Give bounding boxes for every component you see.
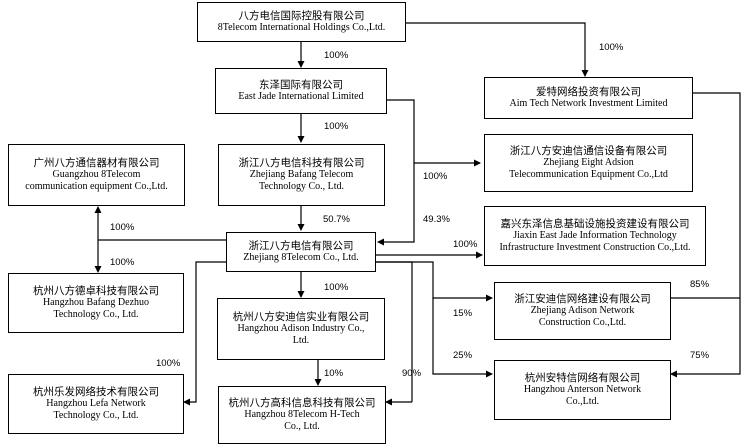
aim-tech-name-zh: 爱特网络投资有限公司 — [536, 85, 641, 98]
htech-name-en-2: Co., Ltd. — [284, 421, 320, 433]
entity-zj-bafang-tech: 浙江八方电信科技有限公司 Zhejiang Bafang Telecom Tec… — [218, 144, 385, 206]
east-jade-name-zh: 东泽国际有限公司 — [259, 78, 343, 91]
dezhuo-name-en-1: Hangzhou Bafang Dezhuo — [42, 297, 150, 309]
entity-guangzhou-8telecom: 广州八方通信器材有限公司 Guangzhou 8Telecom communic… — [8, 144, 185, 206]
adison-name-en-1: Hangzhou Adison Industry Co., — [237, 323, 365, 335]
htech-name-en-1: Hangzhou 8Telecom H-Tech — [244, 409, 360, 421]
pct-eastjade-bafangtech: 100% — [324, 121, 349, 132]
anterson-name-en-2: Co.,Ltd. — [565, 396, 600, 408]
entity-jiaxin: 嘉兴东泽信息基础设施投资建设有限公司 Jiaxin East Jade Info… — [484, 206, 706, 266]
anterson-name-zh: 杭州安特信网络有限公司 — [524, 372, 641, 385]
arrow-eastjade-eightadsion — [387, 99, 481, 167]
entity-zj-eight-adsion: 浙江八方安迪信通信设备有限公司 Zhejiang Eight Adsion Te… — [484, 134, 693, 192]
entity-hz-htech: 杭州八方高科信息科技有限公司 Hangzhou 8Telecom H-Tech … — [218, 386, 386, 444]
dezhuo-name-en-2: Technology Co., Ltd. — [53, 309, 139, 321]
bafang-tech-name-en-2: Technology Co., Ltd. — [258, 181, 345, 193]
entity-zj-adison-net: 浙江安迪信网络建设有限公司 Zhejiang Adison Network Co… — [494, 282, 671, 340]
pct-8telecom-anterson: 25% — [453, 350, 473, 361]
lefa-name-zh: 杭州乐发网络技术有限公司 — [33, 386, 159, 399]
guangzhou-name-en-2: communication equipment Co.,Ltd. — [25, 181, 168, 193]
bafang-tech-name-zh: 浙江八方电信科技有限公司 — [238, 157, 365, 170]
entity-zj-8telecom: 浙江八方电信有限公司 Zhejiang 8Telecom Co., Ltd. — [226, 232, 376, 272]
pct-bafangtech-8telecom: 50.7% — [323, 214, 350, 225]
guangzhou-name-zh: 广州八方通信器材有限公司 — [33, 157, 160, 170]
lefa-name-en-2: Technology Co., Ltd. — [53, 410, 139, 422]
holdings-name-en: 8Telecom International Holdings Co.,Ltd. — [217, 22, 386, 34]
entity-hz-anterson: 杭州安特信网络有限公司 Hangzhou Anterson Network Co… — [494, 360, 671, 420]
pct-8telecom-adison: 100% — [324, 282, 349, 293]
arrow-aimtech-adisonnet — [655, 92, 741, 302]
arrow-8telecom-anterson — [432, 298, 493, 378]
aim-tech-name-en: Aim Tech Network Investment Limited — [509, 98, 668, 110]
bafang-tech-name-en-1: Zhejiang Bafang Telecom — [249, 169, 354, 181]
zj-8telecom-name-zh: 浙江八方电信有限公司 — [248, 239, 354, 252]
pct-8telecom-lefa: 100% — [156, 358, 181, 369]
adison-net-name-en-2: Construction Co.,Ltd. — [538, 317, 627, 329]
eight-adsion-name-zh: 浙江八方安迪信通信设备有限公司 — [509, 145, 668, 158]
arrow-8telecom-adisonnet — [376, 261, 493, 302]
pct-adison-htech: 10% — [324, 368, 344, 379]
pct-aimtech-adisonnet: 85% — [690, 279, 710, 290]
anterson-name-en-1: Hangzhou Anterson Network — [523, 384, 642, 396]
jiaxin-name-zh: 嘉兴东泽信息基础设施投资建设有限公司 — [500, 218, 690, 231]
adison-name-zh: 杭州八方安迪信实业有限公司 — [232, 311, 370, 324]
entity-hz-adison: 杭州八方安迪信实业有限公司 Hangzhou Adison Industry C… — [217, 298, 385, 360]
pct-8telecom-htech: 90% — [402, 368, 422, 379]
arrow-aimtech-anterson — [670, 298, 741, 378]
eight-adsion-name-en-2: Telecommunication Equipment Co.,Ltd — [509, 169, 668, 181]
pct-8telecom-adisonnet: 15% — [453, 308, 473, 319]
htech-name-zh: 杭州八方高科信息科技有限公司 — [228, 397, 376, 410]
entity-east-jade: 东泽国际有限公司 East Jade International Limited — [215, 68, 387, 114]
east-jade-name-en: East Jade International Limited — [238, 91, 364, 103]
pct-eastjade-eightadsion: 100% — [423, 171, 448, 182]
jiaxin-name-en-2: Infrastructure Investment Construction C… — [499, 242, 691, 254]
adison-name-en-2: Ltd. — [292, 335, 310, 347]
pct-8telecom-jiaxin: 100% — [453, 239, 478, 250]
zj-8telecom-name-en: Zhejiang 8Telecom Co., Ltd. — [243, 252, 359, 264]
pct-holdings-aimtech: 100% — [599, 42, 624, 53]
adison-net-name-zh: 浙江安迪信网络建设有限公司 — [514, 293, 651, 306]
dezhuo-name-zh: 杭州八方德卓科技有限公司 — [33, 285, 159, 298]
entity-aim-tech: 爱特网络投资有限公司 Aim Tech Network Investment L… — [484, 77, 693, 119]
pct-8telecom-guangzhou: 100% — [110, 222, 135, 233]
holdings-name-zh: 八方电信国际控股有限公司 — [238, 9, 365, 22]
entity-holdings: 八方电信国际控股有限公司 8Telecom International Hold… — [197, 2, 406, 42]
eight-adsion-name-en-1: Zhejiang Eight Adsion — [543, 157, 634, 169]
entity-hz-lefa: 杭州乐发网络技术有限公司 Hangzhou Lefa Network Techn… — [8, 374, 184, 434]
adison-net-name-en-1: Zhejiang Adison Network — [530, 305, 635, 317]
pct-aimtech-anterson: 75% — [690, 350, 710, 361]
arrow-holdings-aimtech — [406, 22, 589, 77]
pct-eastjade-8telecom: 49.3% — [423, 214, 450, 225]
pct-8telecom-dezhuo: 100% — [110, 257, 135, 268]
entity-hz-dezhuo: 杭州八方德卓科技有限公司 Hangzhou Bafang Dezhuo Tech… — [8, 273, 184, 333]
pct-holdings-eastjade: 100% — [324, 50, 349, 61]
arrow-8telecom-lefa — [183, 261, 226, 406]
jiaxin-name-en-1: Jiaxin East Jade Information Technology — [513, 230, 677, 242]
lefa-name-en-1: Hangzhou Lefa Network — [46, 398, 146, 410]
arrow-eastjade-8telecom — [377, 163, 415, 246]
guangzhou-name-en-1: Guangzhou 8Telecom — [52, 169, 141, 181]
